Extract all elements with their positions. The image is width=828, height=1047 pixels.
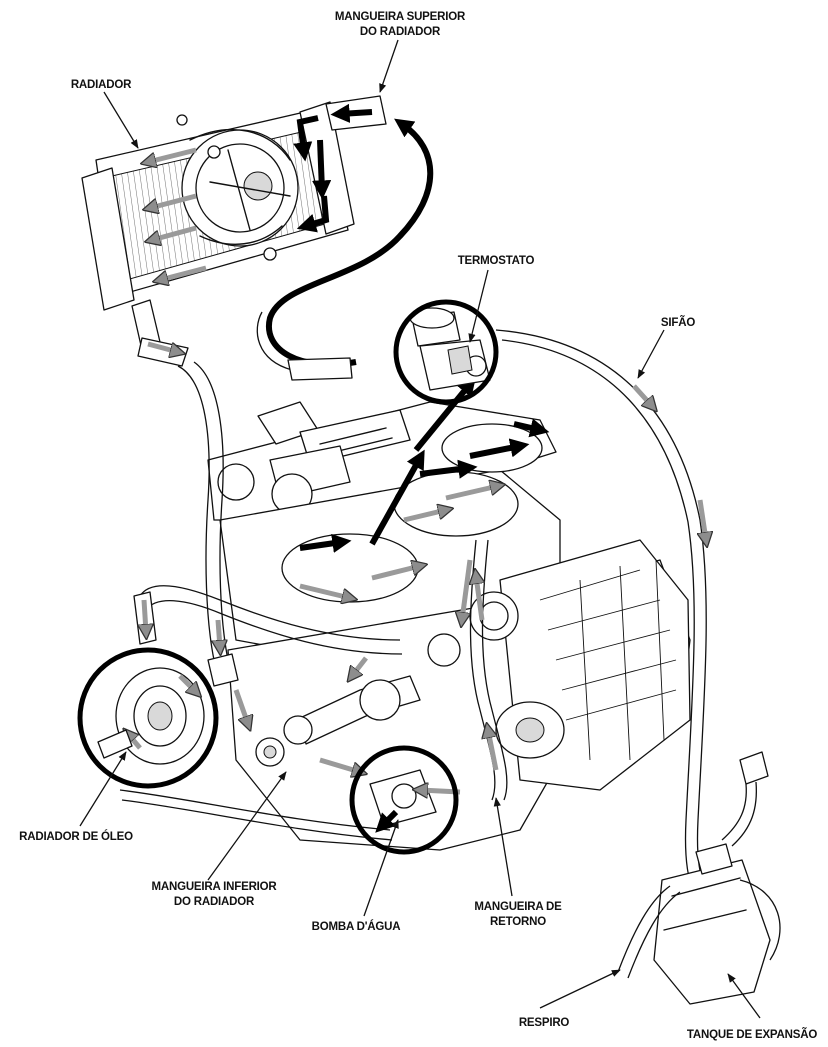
label-lower-hose-line1: MANGUEIRA INFERIOR [151,881,277,893]
return-hose [471,539,508,801]
label-return-hose-line1: MANGUEIRA DE [474,901,562,913]
label-breather: RESPIRO [519,1017,570,1029]
labels: MANGUEIRA SUPERIOR DO RADIADOR RADIADOR … [19,11,817,1041]
leader-lines [79,39,761,1019]
radiator [81,101,355,367]
label-siphon: SIFÃO [661,316,695,329]
thermostat-highlight-circle [393,299,499,405]
upper-radiator-hose [256,95,434,381]
label-upper-hose-line1: MANGUEIRA SUPERIOR [335,11,466,23]
siphon-hose [495,329,708,893]
label-thermostat: TERMOSTATO [458,255,535,267]
oil-cooler-lines [119,585,403,841]
lower-radiator-hose [177,361,239,687]
label-lower-hose-line2: DO RADIADOR [174,896,255,908]
label-expansion-tank: TANQUE DE EXPANSÃO [687,1028,817,1041]
oil-cooler-highlight-circle [77,647,219,789]
engine-flow-arrows [233,376,550,772]
engine [207,376,691,851]
breather-hose [617,885,681,979]
label-upper-hose-line2: DO RADIADOR [360,26,441,38]
label-water-pump: BOMBA D'ÁGUA [312,920,401,933]
label-radiator: RADIADOR [71,79,132,91]
radiator-flow-arrows [148,147,207,280]
gearbox-detail [539,559,677,761]
water-pump-highlight-circle [349,745,459,855]
oil-cooler-detail [97,667,205,765]
thermostat [409,307,491,391]
radiator-hot-arrows [293,115,332,233]
label-oil-cooler: RADIADOR DE ÓLEO [19,830,133,843]
label-return-hose-line2: RETORNO [490,916,546,928]
expansion-tank [653,751,781,1005]
